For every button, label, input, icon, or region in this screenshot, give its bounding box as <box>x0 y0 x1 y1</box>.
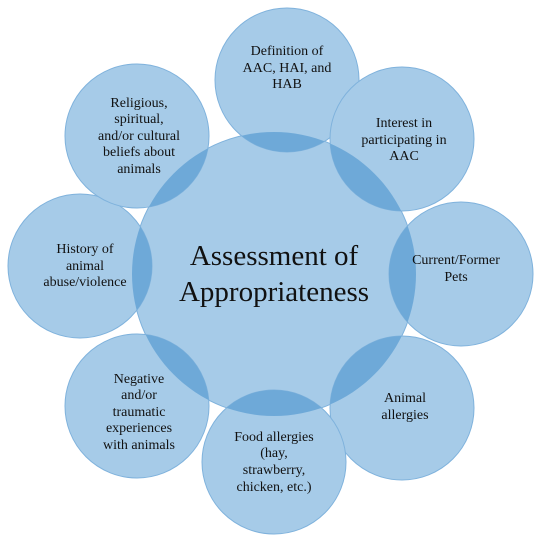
node-label-negative-experiences: Negative and/or traumatic experiences wi… <box>103 371 175 453</box>
node-label-definitions: Definition of AAC, HAI, and HAB <box>242 44 332 93</box>
node-label-animal-allergies: Animal allergies <box>381 391 429 423</box>
node-label-food-allergies: Food allergies (hay, strawberry, chicken… <box>234 429 314 495</box>
node-circle-beliefs <box>64 63 210 209</box>
node-label-pets: Current/Former Pets <box>412 253 500 285</box>
node-label-beliefs: Religious, spiritual, and/or cultural be… <box>97 95 181 177</box>
center-title: Assessment of Appropriateness <box>178 239 370 308</box>
node-label-abuse-history: History of animal abuse/violence <box>43 242 127 291</box>
node-label-interest: Interest in participating in AAC <box>361 116 447 165</box>
